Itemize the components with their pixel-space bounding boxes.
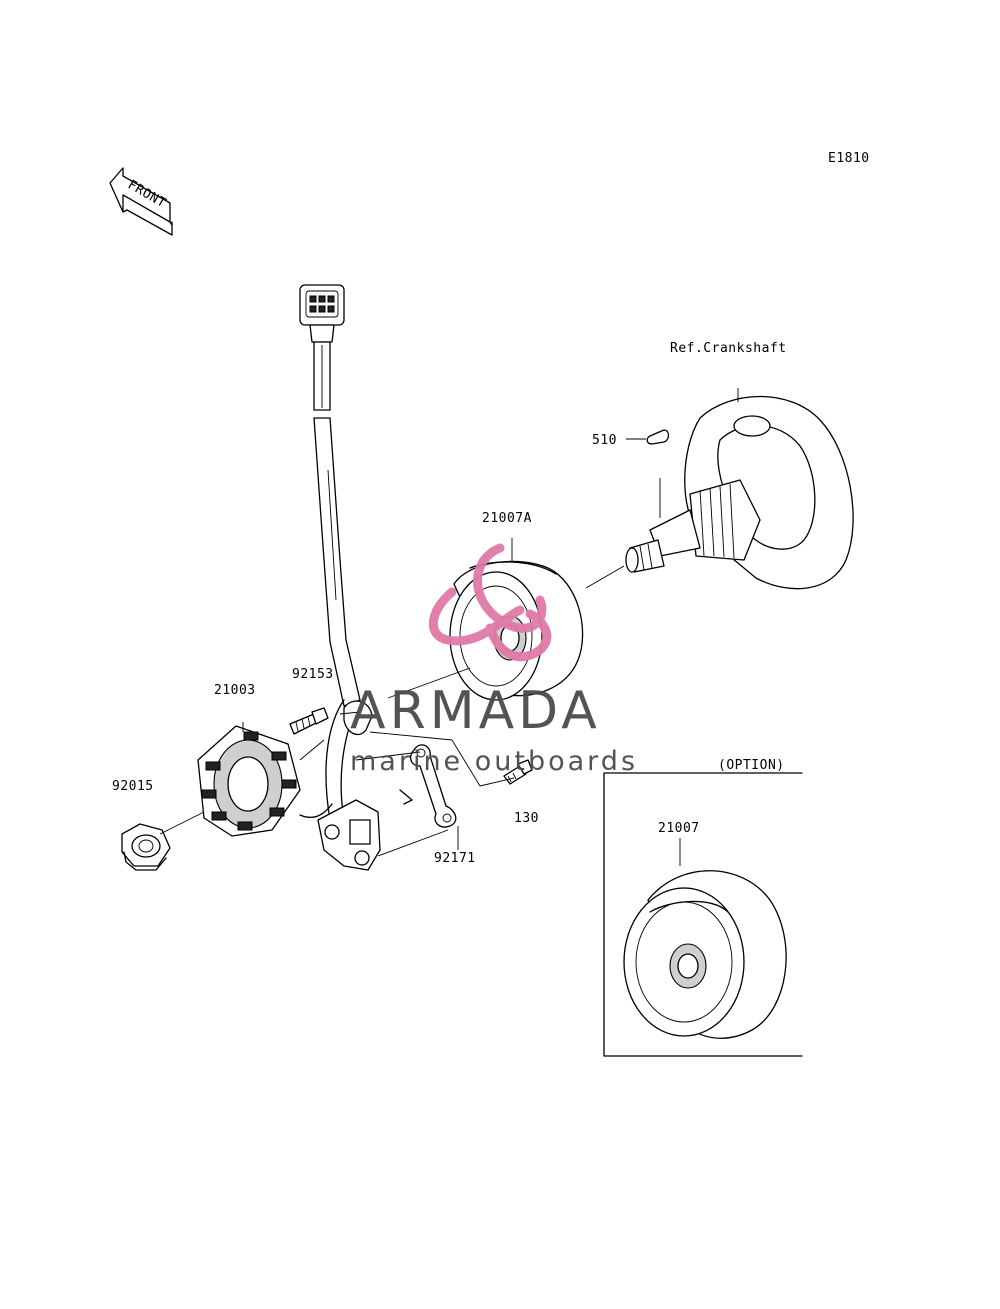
flange-nut-92015	[121, 823, 171, 871]
label-92171: 92171	[434, 851, 476, 866]
option-box: (OPTION)	[603, 758, 803, 1057]
pickup-coil-bracket	[299, 799, 381, 871]
stator-21003	[197, 722, 301, 837]
watermark-brand: ARMADA	[350, 681, 601, 741]
watermark-tagline: marine outboards	[350, 746, 638, 777]
armada-logo-icon	[428, 543, 552, 662]
woodruff-key-510	[626, 429, 670, 518]
label-21003: 21003	[214, 683, 256, 698]
label-21007: 21007	[658, 821, 700, 836]
option-label: (OPTION)	[718, 758, 785, 773]
flywheel-21007	[623, 838, 787, 1039]
front-arrow-icon: FRONT	[109, 167, 173, 236]
plate-92171	[399, 744, 457, 828]
assembly-lines	[159, 565, 625, 857]
label-510: 510	[592, 433, 617, 448]
label-21007A: 21007A	[482, 511, 532, 526]
crankshaft	[625, 388, 854, 590]
diagram-code: E1810	[828, 151, 870, 166]
label-130: 130	[514, 811, 539, 826]
stator-wire-harness	[299, 284, 373, 821]
label-92015: 92015	[112, 779, 154, 794]
armada-watermark: ARMADA marine outboards	[350, 543, 638, 777]
bolt-92153	[289, 707, 329, 735]
label-92153: 92153	[292, 667, 334, 682]
flywheel-21007A	[449, 538, 584, 701]
label-ref-crankshaft: Ref.Crankshaft	[670, 341, 787, 356]
